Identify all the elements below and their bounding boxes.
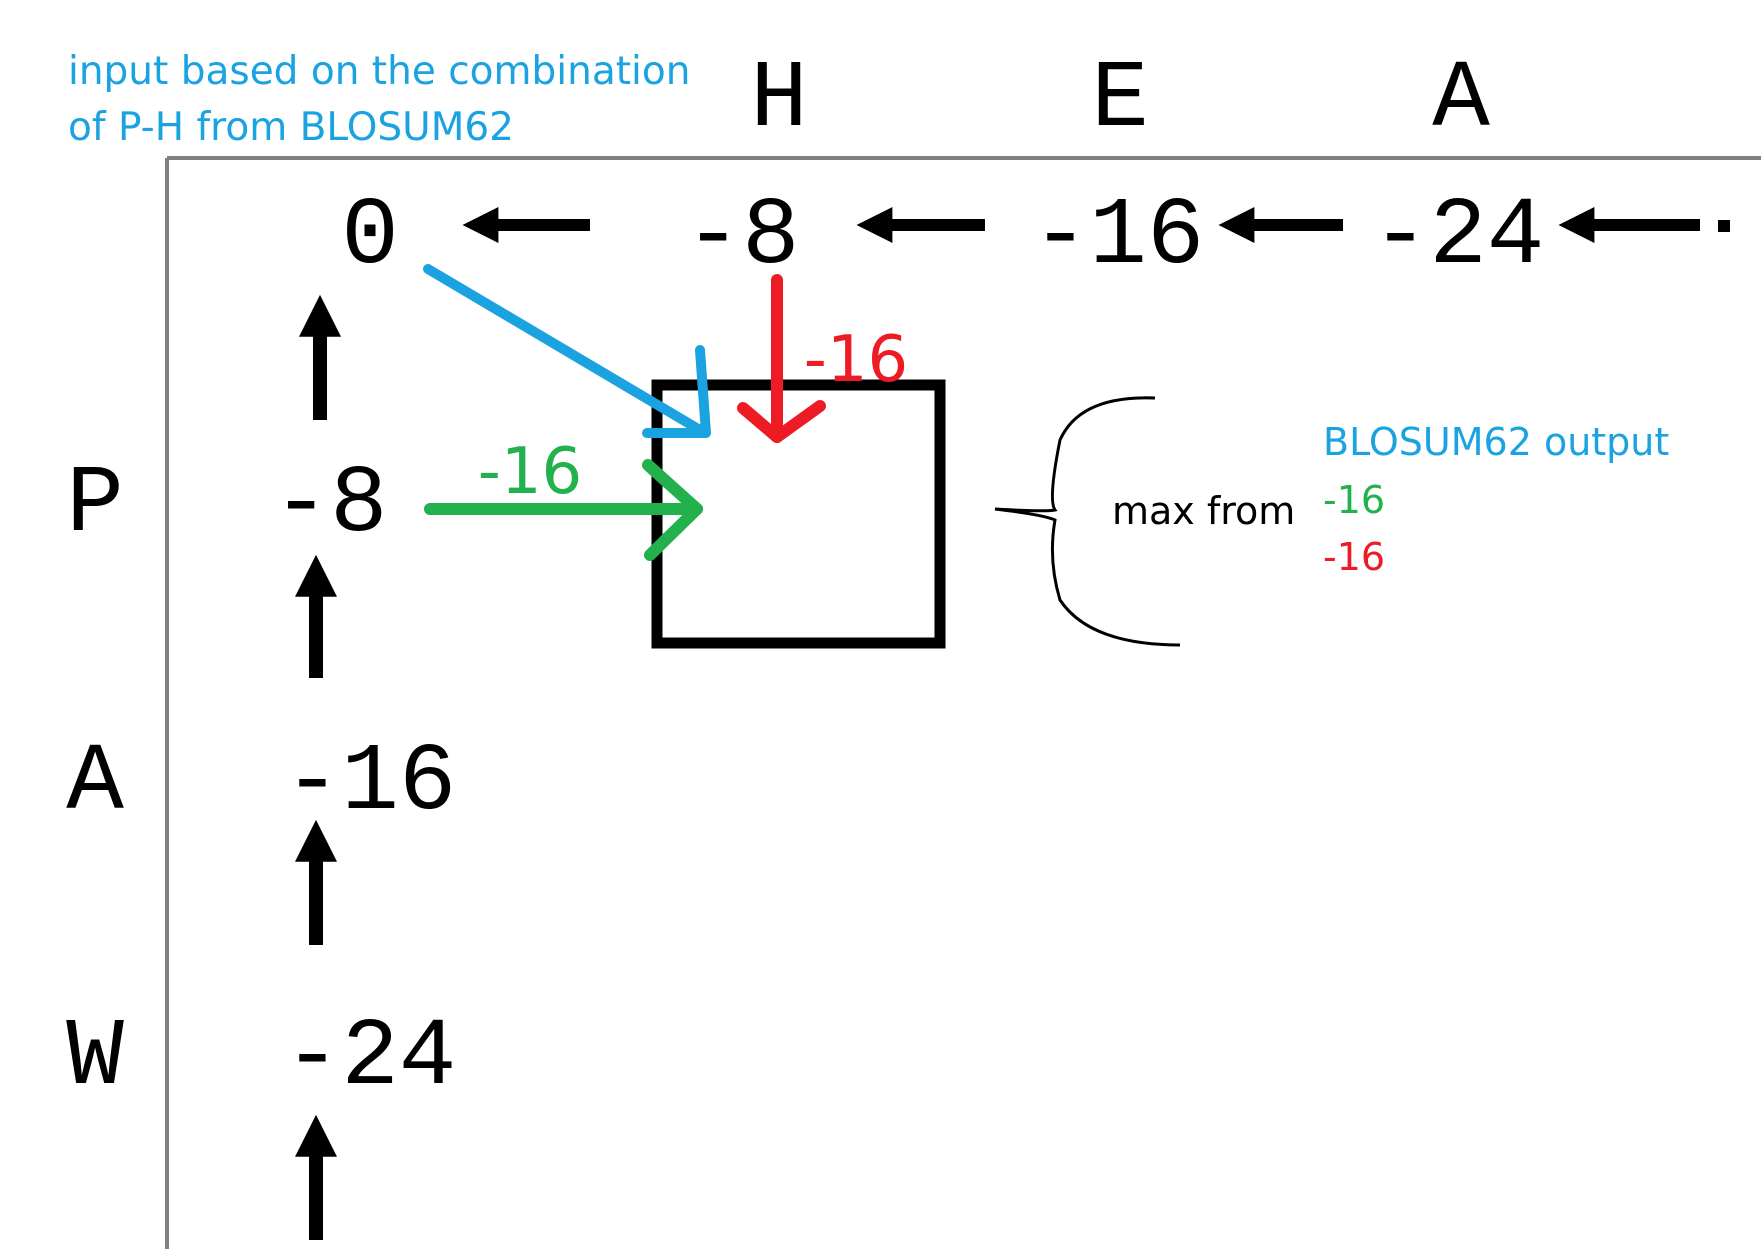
top-row-value-0: 0 <box>341 182 399 291</box>
column-header-h: H <box>750 45 808 154</box>
column-header-e: E <box>1091 45 1149 154</box>
top-input-arrow <box>737 274 826 443</box>
row-header-p: P <box>66 450 124 559</box>
curly-brace <box>994 396 1181 647</box>
note-line-1: input based on the combination <box>68 49 690 94</box>
left-input-label: -16 <box>478 435 583 509</box>
green-value-label: -16 <box>1323 478 1385 522</box>
left-col-value-2: -24 <box>284 1003 457 1112</box>
blosum-output-label: BLOSUM62 output <box>1323 420 1669 464</box>
top-row-value-2: -16 <box>1032 182 1205 291</box>
top-input-label: -16 <box>804 323 909 397</box>
top-row-value-3: -24 <box>1372 182 1545 291</box>
diagonal-arrow <box>423 264 711 438</box>
note-line-2: of P-H from BLOSUM62 <box>68 105 514 150</box>
column-header-a: A <box>1432 45 1490 154</box>
left-col-value-0: -8 <box>272 450 387 559</box>
row-header-w: W <box>66 1003 124 1112</box>
left-input-arrow <box>424 459 703 561</box>
row-header-a: A <box>66 728 124 837</box>
max-from-label: max from <box>1112 489 1295 533</box>
cropped-next-value <box>1718 220 1730 232</box>
red-value-label: -16 <box>1323 535 1385 579</box>
left-col-value-1: -16 <box>284 728 457 837</box>
top-row-value-1: -8 <box>684 182 799 291</box>
